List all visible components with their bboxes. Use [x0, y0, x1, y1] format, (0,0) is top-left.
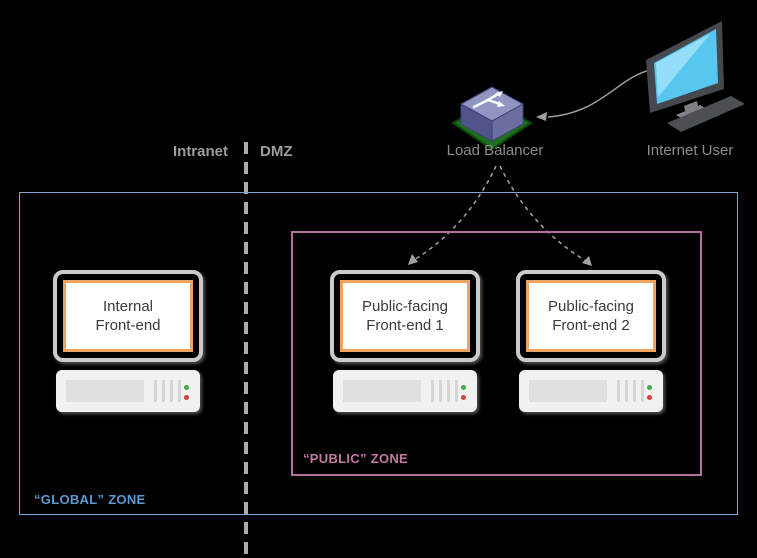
status-led-red — [184, 395, 189, 400]
public-frontend-2-label-line2: Front-end 2 — [552, 317, 630, 334]
public-frontend-2-workstation: Public-facing Front-end 2 — [516, 270, 666, 412]
public-frontend-1-label-line1: Public-facing — [362, 298, 448, 315]
global-zone-label: “GLOBAL” ZONE — [34, 492, 146, 507]
load-balancer-icon — [451, 86, 533, 151]
power-led-green — [647, 385, 652, 390]
drive-bay — [343, 380, 421, 402]
public-zone-box: “PUBLIC” ZONE — [291, 231, 702, 476]
internal-frontend-screen: Internal Front-end — [63, 280, 193, 352]
public-frontend-1-label-line2: Front-end 1 — [366, 317, 444, 334]
drive-bay — [529, 380, 607, 402]
drive-bay — [66, 380, 144, 402]
public-frontend-2-screen: Public-facing Front-end 2 — [526, 280, 656, 352]
power-led-green — [461, 385, 466, 390]
public-zone-label: “PUBLIC” ZONE — [303, 451, 409, 466]
internal-frontend-workstation: Internal Front-end — [53, 270, 203, 412]
internal-frontend-label-line1: Internal — [102, 298, 154, 315]
vent-slats — [154, 380, 181, 402]
vent-slats — [431, 380, 458, 402]
status-led-red — [647, 395, 652, 400]
internal-frontend-label-line2: Front-end — [95, 317, 161, 334]
public-frontend-1-screen: Public-facing Front-end 1 — [340, 280, 470, 352]
internal-frontend-monitor-icon: Internal Front-end — [53, 270, 203, 362]
power-led-green — [184, 385, 189, 390]
internal-frontend-server-icon — [56, 370, 200, 412]
public-frontend-2-server-icon — [519, 370, 663, 412]
load-balancer-label: Load Balancer — [446, 142, 544, 159]
public-frontend-1-monitor-icon: Public-facing Front-end 1 — [330, 270, 480, 362]
intranet-label: Intranet — [172, 143, 228, 160]
public-frontend-2-label-line1: Public-facing — [548, 298, 634, 315]
status-led-red — [461, 395, 466, 400]
branching-arrows-glyph — [472, 92, 502, 109]
internet-user-monitor-icon — [646, 21, 745, 132]
public-frontend-2-monitor-icon: Public-facing Front-end 2 — [516, 270, 666, 362]
public-frontend-1-workstation: Public-facing Front-end 1 — [330, 270, 480, 412]
global-zone-box: “GLOBAL” ZONE — [19, 192, 738, 515]
dmz-label: DMZ — [260, 143, 293, 160]
vent-slats — [617, 380, 644, 402]
internet-user-label: Internet User — [646, 142, 734, 159]
public-frontend-1-server-icon — [333, 370, 477, 412]
arrow-internet-user-to-load-balancer — [536, 69, 651, 121]
